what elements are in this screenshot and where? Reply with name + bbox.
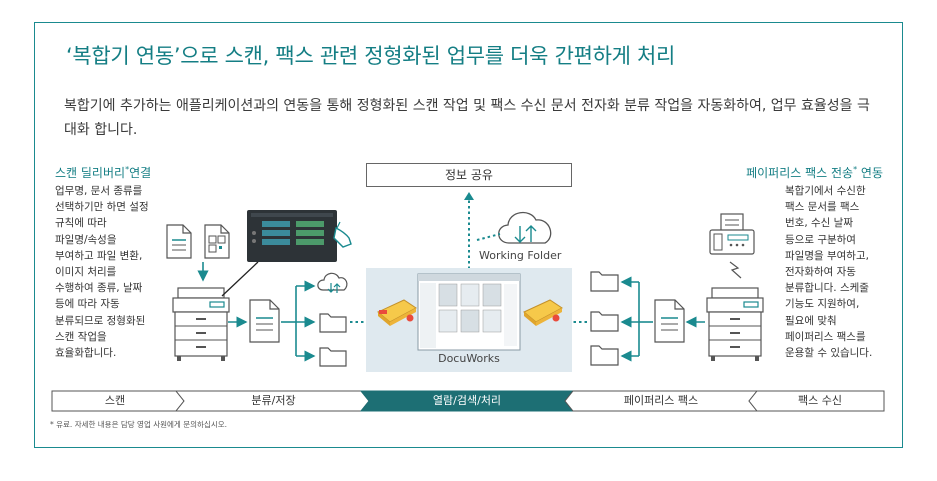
scan-delivery-description: 업무명, 문서 종류를 선택하기만 하면 설정 규칙에 따라 파일명/속성을 부… [55, 183, 173, 361]
scan-desc-line: 분류되므로 정형화된 [55, 314, 146, 327]
scan-delivery-heading: 스캔 딜리버리*연결 [55, 165, 152, 180]
folder-icon [590, 311, 619, 332]
step-paperless-fax: 페이퍼리스 팩스 [623, 394, 699, 407]
scan-desc-line: 선택하기만 하면 설정 [55, 201, 149, 214]
scan-desc-line: 등에 따라 자동 [55, 298, 120, 311]
scan-distribution-arrows [281, 280, 316, 362]
scan-desc-line: 스캔 작업을 [55, 330, 107, 343]
docuworks-label: DocuWorks [438, 352, 500, 365]
fax-desc-line: 파일명을 부여하고, [785, 249, 869, 262]
fax-desc-line: 번호, 수신 날짜 [785, 217, 853, 230]
scan-desc-line: 규칙에 따라 [55, 217, 107, 230]
fax-desc-line: 전자화하여 자동 [785, 266, 856, 279]
intro-text: 복합기에 추가하는 애플리케이션과의 연동을 통해 정형화된 스캔 작업 및 팩… [64, 98, 870, 138]
fax-desc-line: 운용할 수 있습니다. [785, 347, 873, 360]
content-frame [34, 22, 903, 448]
fax-machine-icon [709, 213, 755, 255]
working-folder-label: Working Folder [479, 249, 562, 262]
step-view-search-process: 열람/검색/처리 [432, 394, 502, 407]
scan-desc-line: 이미지 처리를 [55, 266, 117, 279]
document-icon [166, 224, 192, 259]
mfp-printer-icon [172, 287, 230, 361]
fax-desc-line: 기능도 지원하여, [785, 298, 860, 311]
working-folder-cloud-icon [498, 211, 552, 244]
docuworks-screen [377, 273, 563, 351]
qr-document-icon [204, 224, 230, 259]
step-classify-store: 분류/저장 [251, 394, 296, 407]
fax-document-icon [654, 299, 685, 343]
page-title: ‘복합기 연동’으로 스캔, 팩스 관련 정형화된 업무를 더욱 간편하게 처리 [66, 44, 676, 68]
out-tray-icon [523, 299, 563, 326]
step-fax-receive: 팩스 수신 [798, 394, 842, 407]
info-share-box: 정보 공유 [366, 163, 572, 187]
paperless-fax-description: 복합기에서 수신한 팩스 문서를 팩스 번호, 수신 날짜 등으로 구분하여 파… [785, 183, 895, 361]
fax-signal-icon [729, 261, 742, 279]
folder-icon [319, 347, 347, 367]
folder-icon [590, 271, 619, 292]
touch-hand-icon [333, 221, 352, 248]
output-document-icon [249, 299, 280, 343]
mfp-control-panel [247, 210, 337, 262]
in-tray-icon [377, 299, 417, 326]
fax-desc-line: 등으로 구분하여 [785, 233, 856, 246]
footnote: * 유료. 자세한 내용은 담당 영업 사원에게 문의하십시오. [50, 420, 228, 429]
scan-desc-line: 효율화합니다. [55, 347, 117, 360]
fax-distribution-arrows [620, 276, 653, 362]
scan-desc-line: 파일명/속성을 [55, 233, 117, 246]
fax-desc-line: 페이퍼리스 팩스를 [785, 330, 866, 343]
paperless-fax-heading: 페이퍼리스 팩스 전송* 연동 [746, 165, 883, 180]
fax-desc-line: 필요에 맞춰 [785, 314, 837, 327]
process-steps-graphic [51, 390, 885, 412]
folder-icon [319, 313, 347, 333]
fax-desc-line: 복합기에서 수신한 [785, 185, 866, 197]
cloud-sync-icon [317, 272, 348, 293]
fax-desc-line: 팩스 문서를 팩스 [785, 201, 860, 214]
mfp-printer-icon [706, 287, 764, 361]
scan-desc-line: 수행하여 종류, 날짜 [55, 282, 143, 295]
fax-desc-line: 분류합니다. 스케줄 [785, 282, 869, 295]
scan-desc-line: 업무명, 문서 종류를 [55, 185, 143, 197]
scan-desc-line: 부여하고 파일 변환, [55, 249, 143, 262]
process-steps: 스캔 분류/저장 열람/검색/처리 페이퍼리스 팩스 팩스 수신 [51, 390, 885, 412]
folder-icon [590, 345, 619, 366]
step-scan: 스캔 [104, 394, 126, 407]
docuworks-panel: DocuWorks [366, 268, 572, 372]
